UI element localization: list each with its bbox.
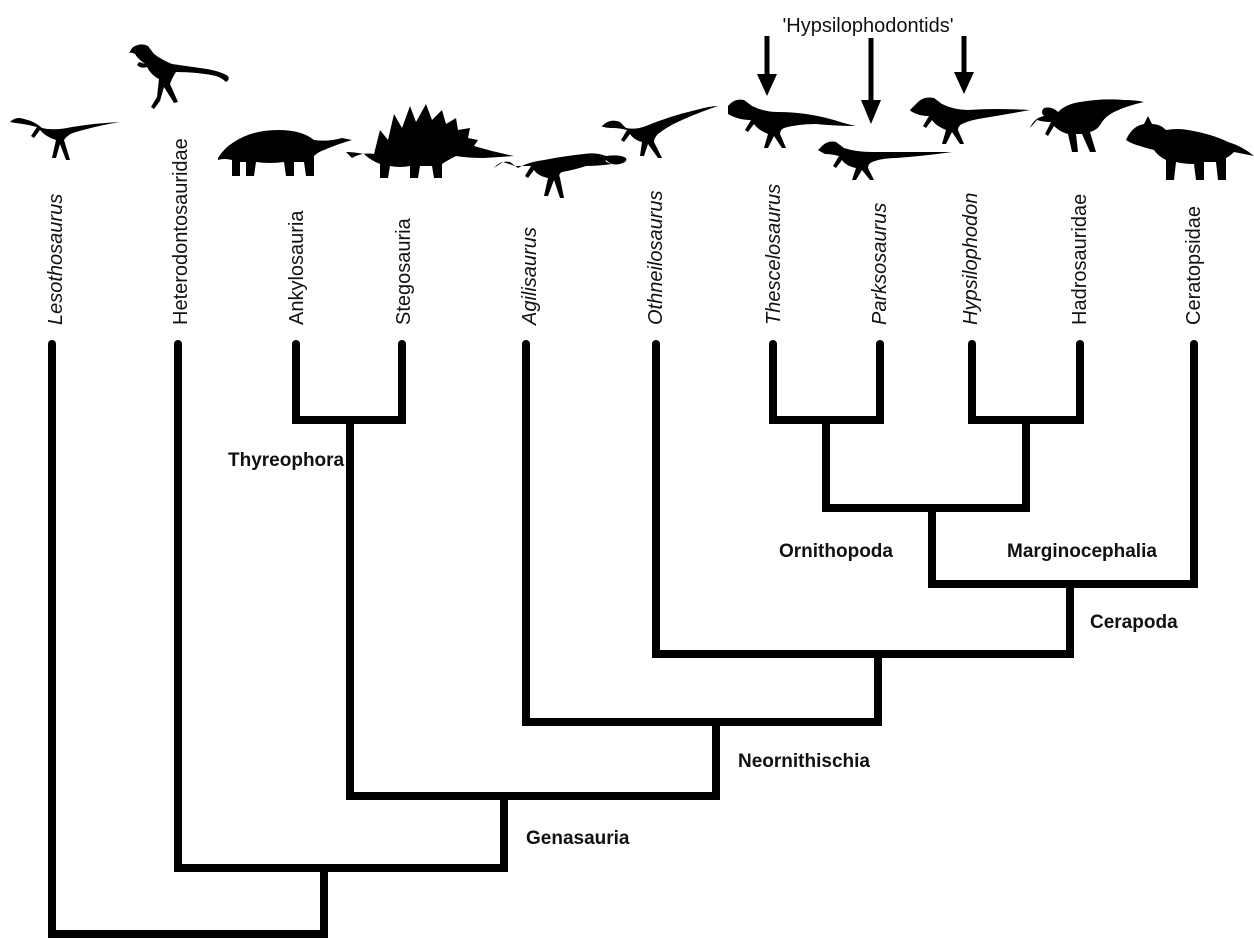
taxon-label: Othneilosaurus [645,190,667,325]
taxon-label: Hypsilophodon [960,193,982,325]
taxon-label: Thescelosaurus [763,184,785,325]
down-arrow-icon [757,36,777,96]
branch-agilisaurus [526,344,878,722]
branch-thescelosaurus-parksosaurus [773,344,880,420]
lesothosaurus-silhouette-icon [10,118,120,160]
othneilosaurus-silhouette-icon [601,106,718,158]
taxon-label: Heterodontosauridae [170,138,192,325]
group-label-hypsilophodontids: 'Hypsilophodontids' [782,15,953,37]
taxon-label: Ankylosauria [286,210,308,325]
ceratopsidae-silhouette-icon [1126,116,1254,180]
branch-ankylosauria-stegosauria [296,344,402,420]
taxon-label: Lesothosaurus [45,194,67,325]
clade-label-marginocephalia: Marginocephalia [1007,541,1157,562]
clade-label-thyreophora: Thyreophora [228,450,345,471]
clade-labels: Thyreophora Ornithopoda Marginocephalia … [228,450,1178,849]
branch-neornithischia [350,420,716,796]
branch-ornithopoda [826,420,1026,508]
clade-label-ornithopoda: Ornithopoda [779,541,893,562]
stegosauria-silhouette-icon [346,104,514,178]
taxon-label: Stegosauria [393,217,415,325]
down-arrow-icon [861,38,881,124]
clade-label-neornithischia: Neornithischia [738,751,870,772]
branch-othneilosaurus-cerapoda [656,344,1070,654]
branch-hypsilophodon-hadrosauridae [972,344,1080,420]
tip-caps [48,340,1198,348]
hadrosauridae-silhouette-icon [1030,99,1144,152]
agilisaurus-silhouette-icon [494,153,626,198]
taxon-label: Parksosaurus [869,203,891,325]
down-arrow-icon [954,36,974,94]
thescelosaurus-silhouette-icon [728,100,856,148]
clade-label-cerapoda: Cerapoda [1090,612,1178,633]
taxon-label: Agilisaurus [519,227,541,326]
hypsilophodon-silhouette-icon [910,98,1030,145]
taxon-label: Ceratopsidae [1183,206,1205,325]
taxon-label: Hadrosauridae [1069,194,1091,325]
clade-label-genasauria: Genasauria [526,828,630,849]
heterodontosauridae-silhouette-icon [129,44,229,109]
branch-root [52,344,324,934]
ankylosauria-silhouette-icon [218,130,352,176]
taxon-labels: Lesothosaurus Heterodontosauridae Ankylo… [45,138,1205,326]
parksosaurus-silhouette-icon [818,142,952,181]
